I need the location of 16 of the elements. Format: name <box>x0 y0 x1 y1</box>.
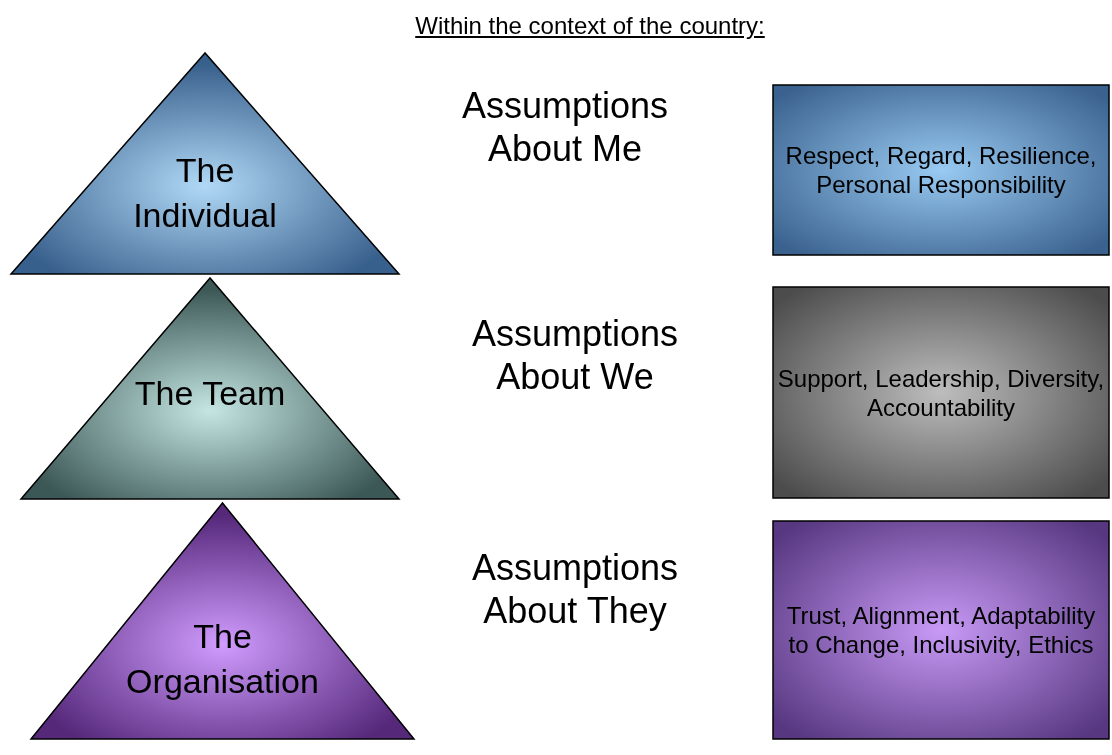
triangle-shape <box>20 277 400 500</box>
assumption-label: Assumptions About Me <box>460 84 670 170</box>
value-box <box>772 520 1110 740</box>
triangle-label: The Individual <box>132 150 278 236</box>
title: Within the context of the country: <box>414 12 766 40</box>
triangle-shape <box>10 52 400 275</box>
value-list: Trust, Alignment, Adaptability to Change, Inclusivity, Ethics <box>772 601 1110 659</box>
triangle-label: The Team <box>133 373 287 414</box>
assumption-label: Assumptions About We <box>470 312 680 398</box>
triangle-label: The Organisation <box>125 616 320 702</box>
assumption-label: Assumptions About They <box>470 546 680 632</box>
value-list: Respect, Regard, Resilience, Personal Responsibility <box>772 141 1110 199</box>
value-box <box>772 84 1110 256</box>
value-list: Support, Leadership, Diversity, Accountability <box>772 363 1110 422</box>
triangle-shape <box>30 502 415 740</box>
value-box <box>772 286 1110 499</box>
